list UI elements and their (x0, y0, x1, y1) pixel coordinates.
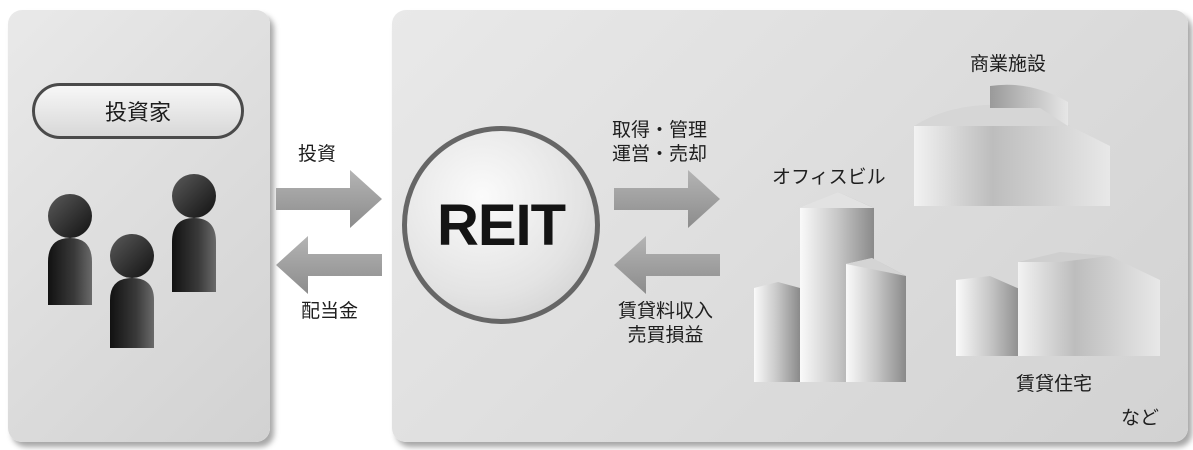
dividend-label: 配当金 (301, 300, 359, 322)
income-line-2: 売買損益 (627, 324, 704, 346)
income-label: 賃貸料収入 売買損益 (618, 299, 713, 347)
residential-building-icon (956, 252, 1160, 356)
income-line-1: 賃貸料収入 (618, 300, 714, 322)
etc-label: など (1121, 407, 1160, 429)
invest-arrow-icon (276, 170, 382, 228)
invest-label: 投資 (298, 143, 337, 165)
dividend-arrow-icon (276, 236, 382, 294)
office-label: オフィスビル (772, 166, 886, 188)
person-icon-right (172, 174, 216, 292)
person-icon-left (48, 194, 92, 305)
person-icon-center (110, 234, 154, 348)
acquire-manage-line-2: 運営・売却 (612, 143, 708, 165)
investor-label: 投資家 (32, 83, 244, 139)
acquire-manage-line-1: 取得・管理 (612, 119, 708, 141)
commercial-building-icon (914, 84, 1110, 206)
commercial-label: 商業施設 (970, 53, 1047, 75)
reit-circle: REIT (402, 126, 600, 324)
acquire-arrow-icon (614, 170, 720, 228)
office-building-icon (754, 192, 906, 382)
residential-label: 賃貸住宅 (1016, 373, 1093, 395)
acquire-manage-label: 取得・管理 運営・売却 (612, 118, 707, 166)
income-arrow-icon (614, 236, 720, 294)
